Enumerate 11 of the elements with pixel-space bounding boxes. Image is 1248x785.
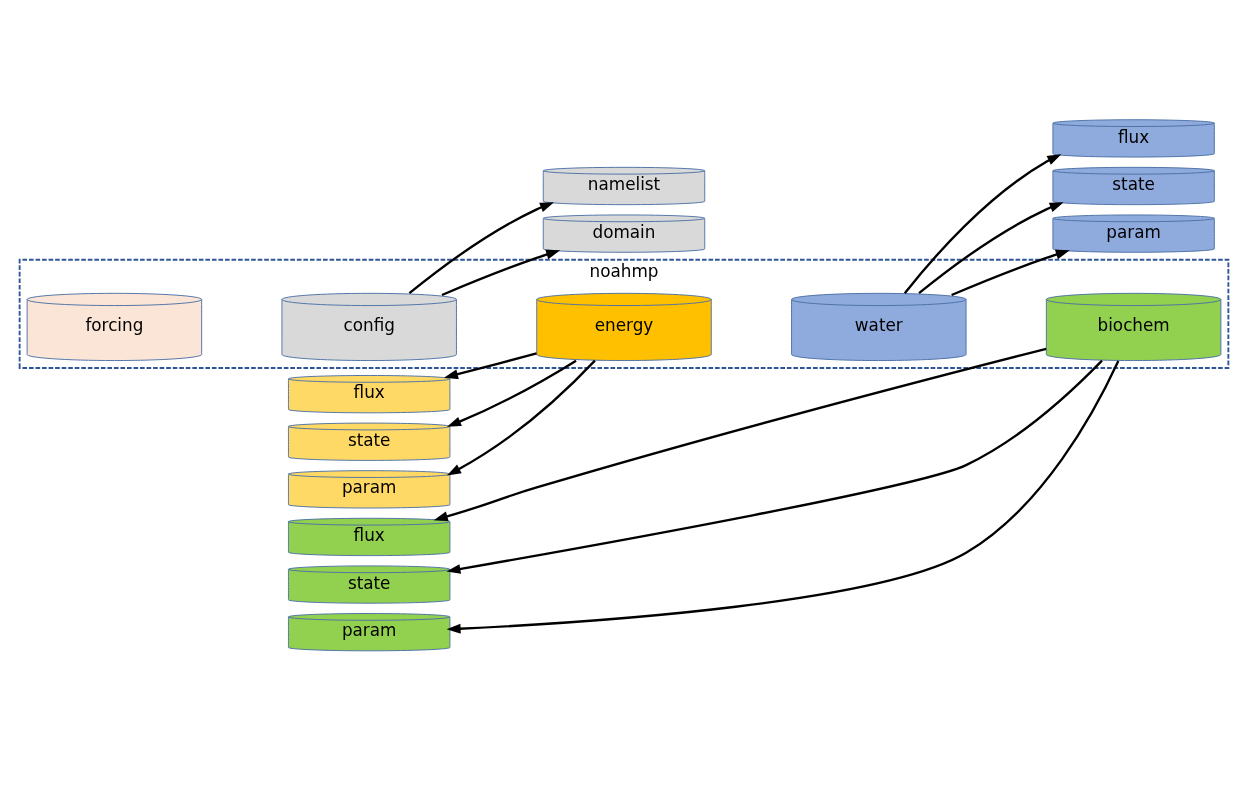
arrow <box>433 347 1047 522</box>
arrow <box>918 202 1064 295</box>
arrow <box>446 359 1103 574</box>
arrow <box>443 352 537 380</box>
arrow <box>408 202 555 295</box>
arrow <box>903 154 1062 294</box>
arrow <box>447 359 596 476</box>
arrow <box>447 359 577 427</box>
arrow <box>441 249 561 297</box>
arrow <box>446 360 1120 634</box>
arrow <box>951 249 1070 297</box>
